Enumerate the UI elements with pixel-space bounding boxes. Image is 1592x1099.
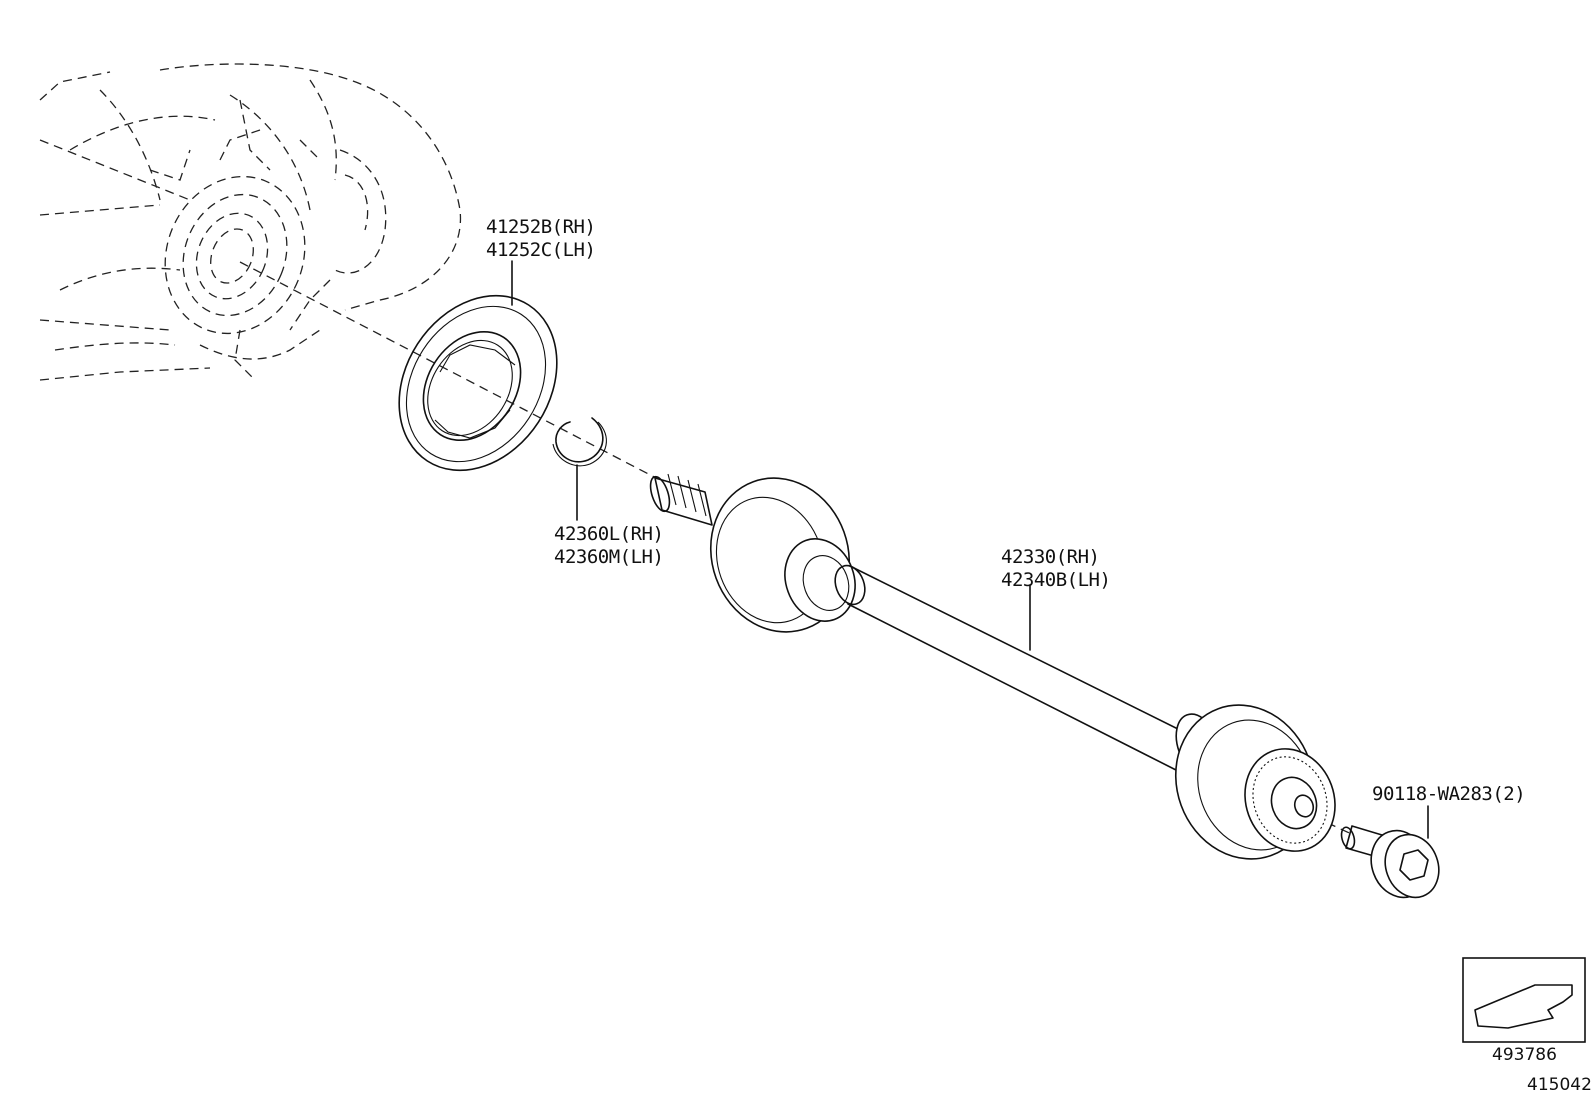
oil-seal: [398, 294, 558, 472]
snap-ring: [552, 417, 607, 467]
view-direction-box: [1462, 957, 1586, 1043]
drive-shaft-assembly: [649, 473, 1336, 860]
drive-shaft-lh-number: 42340B(LH): [1001, 569, 1111, 591]
differential-housing-phantom: [39, 63, 462, 381]
front-direction-arrow-icon: [1474, 984, 1573, 1029]
snap-ring-lh-number: 42360M(LH): [554, 546, 664, 568]
oil-seal-lh-number: 41252C(LH): [486, 239, 596, 261]
assembly-center-line: [239, 261, 661, 481]
drive-shaft-rh-number: 42330(RH): [1001, 546, 1100, 568]
view-box-number: 493786: [1492, 1045, 1557, 1065]
illustration-number: 415042: [1527, 1075, 1592, 1095]
snap-ring-rh-number: 42360L(RH): [554, 523, 664, 545]
snap-ring-label: 42360L(RH) 42360M(LH): [554, 523, 664, 569]
bolt-label: 90118-WA283(2): [1372, 783, 1526, 806]
hex-socket-bolt: [1340, 825, 1440, 899]
oil-seal-label: 41252B(RH) 41252C(LH): [486, 216, 596, 262]
oil-seal-rh-number: 41252B(RH): [486, 216, 596, 238]
drive-shaft-label: 42330(RH) 42340B(LH): [1001, 546, 1111, 592]
bolt-part-number: 90118-WA283(2): [1372, 783, 1526, 805]
